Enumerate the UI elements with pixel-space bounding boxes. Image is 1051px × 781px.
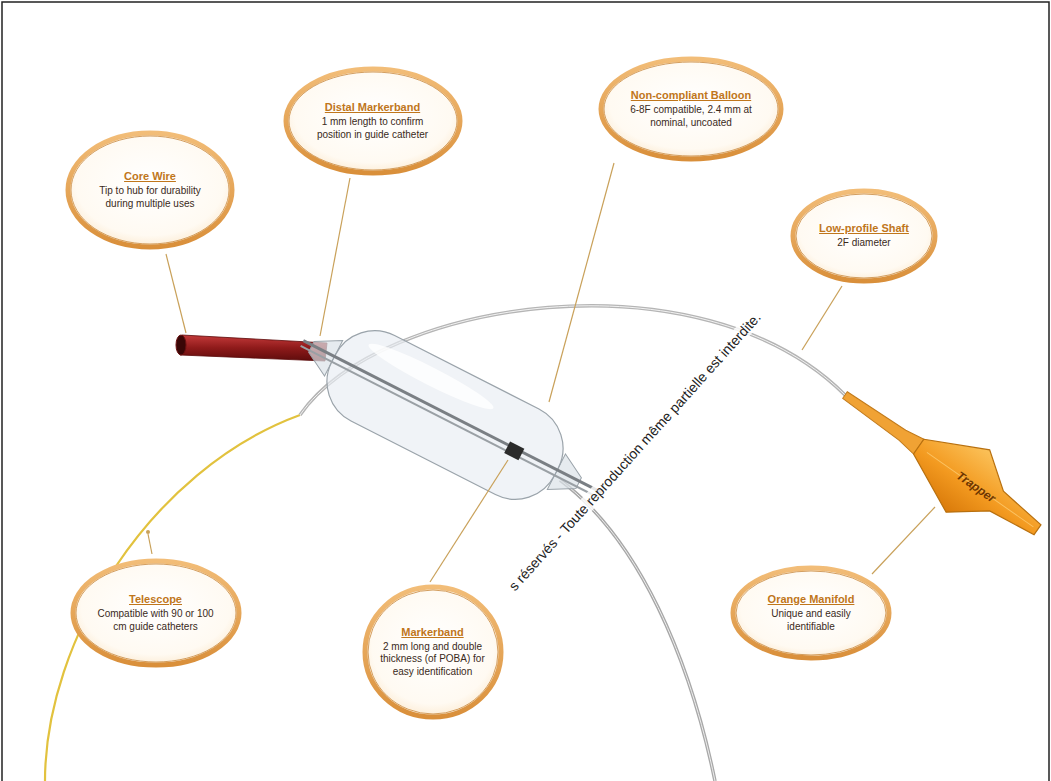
- callout-text: Orange ManifoldUnique and easily identif…: [751, 593, 871, 633]
- leader-dot: [146, 530, 150, 534]
- callout-description: Compatible with 90 or 100 cm guide cathe…: [92, 608, 219, 633]
- oval-inner-ring: [796, 194, 932, 278]
- callout-text: TelescopeCompatible with 90 or 100 cm gu…: [92, 593, 219, 633]
- oval-ring: [68, 133, 232, 247]
- telescope-line: [45, 415, 300, 781]
- oval-ring: [601, 59, 781, 159]
- leader-lines: [148, 163, 935, 582]
- tube-opening: [176, 335, 186, 355]
- callout-text: Non-compliant Balloon 6-8F compatible, 2.…: [622, 89, 760, 129]
- callout-heading: Telescope: [92, 593, 219, 606]
- catheter-shaft: [560, 480, 715, 781]
- callout-text: Distal Markerband 1 mm length to confirm …: [306, 101, 439, 141]
- callout-heading: Core Wire: [87, 170, 213, 183]
- callout-heading: Non-compliant Balloon: [622, 89, 760, 102]
- oval-outline: [362, 584, 504, 720]
- oval-inner-ring: [289, 72, 457, 170]
- callout-text: Markerband 2 mm long and double thickness…: [380, 626, 485, 679]
- callout-heading: Distal Markerband: [306, 101, 439, 114]
- callout-description: Unique and easily identifiable: [751, 608, 871, 633]
- callout-oval: Low-profile Shaft 2F diameter: [790, 188, 938, 284]
- oval-inner-ring: [76, 564, 236, 662]
- callout-heading: Orange Manifold: [751, 593, 871, 606]
- oval-inner-ring: [736, 571, 886, 655]
- callout-description: 2 mm long and double thickness (of POBA)…: [380, 641, 485, 679]
- oval-outline: [790, 188, 938, 284]
- callout-description: 1 mm length to confirm position in guide…: [306, 116, 439, 141]
- callout-oval: Non-compliant Balloon 6-8F compatible, 2.…: [598, 56, 784, 162]
- callout-text: Core WireTip to hub for durability durin…: [87, 170, 213, 210]
- callout-oval: Core WireTip to hub for durability durin…: [65, 130, 235, 250]
- balloon: [281, 300, 623, 538]
- oval-ring: [73, 561, 239, 665]
- callout-oval: Markerband 2 mm long and double thickness…: [362, 584, 504, 720]
- oval-inner-ring: [604, 62, 778, 156]
- callout-oval: TelescopeCompatible with 90 or 100 cm gu…: [70, 558, 242, 668]
- oval-ring: [365, 587, 501, 717]
- oval-ring: [793, 191, 935, 281]
- oval-ring: [733, 568, 889, 658]
- callout-oval: Orange ManifoldUnique and easily identif…: [730, 565, 892, 661]
- callout-heading: Low-profile Shaft: [809, 222, 919, 235]
- callout-description: Tip to hub for durability during multipl…: [87, 185, 213, 210]
- callout-text: Low-profile Shaft 2F diameter: [809, 222, 919, 250]
- callout-oval: Distal Markerband 1 mm length to confirm …: [283, 66, 463, 176]
- callout-heading: Markerband: [380, 626, 485, 639]
- callout-description: 6-8F compatible, 2.4 mm at nominal, unco…: [622, 104, 760, 129]
- callout-description: 2F diameter: [809, 237, 919, 250]
- oval-ring: [286, 69, 460, 173]
- catheter-shaft-highlight: [560, 480, 715, 781]
- oval-inner-ring: [368, 590, 498, 714]
- oval-inner-ring: [71, 136, 229, 244]
- orange-manifold: [823, 364, 1051, 561]
